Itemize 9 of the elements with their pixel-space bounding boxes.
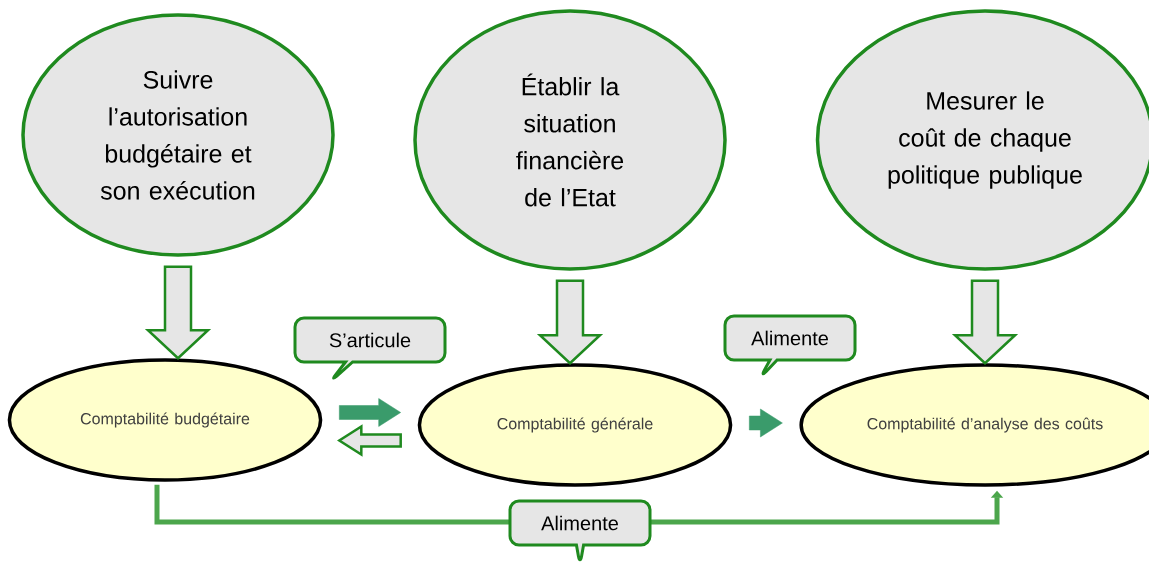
block-arrow [337,424,402,457]
callout-label: Alimente [508,499,652,562]
block-arrow [536,279,604,365]
callout-label: S’articule [293,316,447,380]
block-arrow [749,408,783,438]
block-arrow [951,279,1019,365]
block-arrow [339,398,401,427]
callout-label: Alimente [723,314,857,376]
block-arrow [144,265,212,360]
